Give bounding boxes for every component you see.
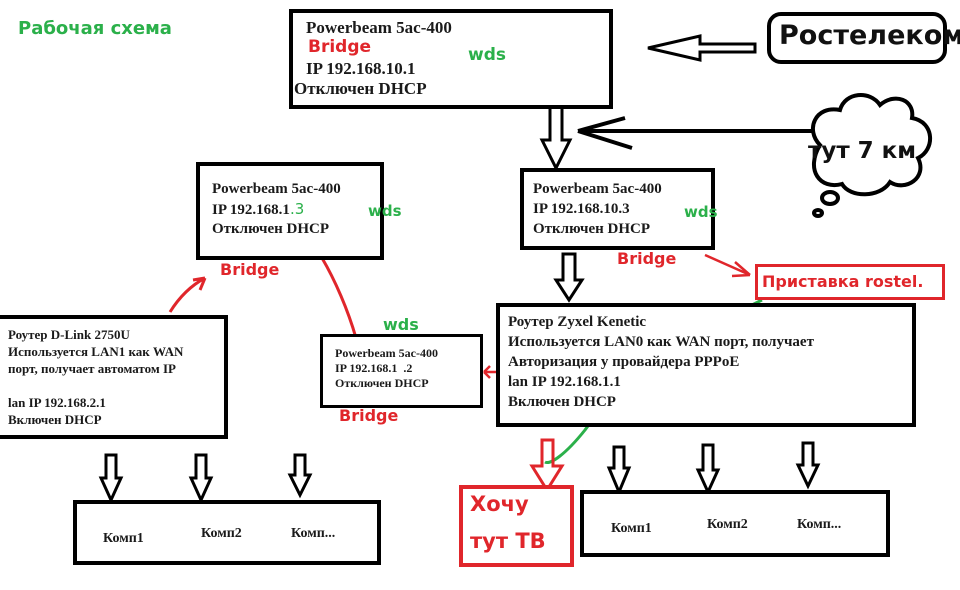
zyxel-line-1: Роутер Zyxel Kenetic [508,314,647,330]
pb-1-3-node: Powerbeam 5ac-400 IP 192.168.1.3 Отключе… [196,162,402,260]
right-pc-group: Комп1 Комп2 Комп... [580,490,890,557]
dlink-line-6: Включен DHCP [8,412,102,427]
down-arrow-zyxel [553,252,585,303]
pb-1-2-mode: Bridge [339,406,399,425]
pb-10-3-model: Powerbeam 5ac-400 [533,181,662,197]
pb-main-model: Powerbeam 5ac-400 [306,18,452,37]
pb-1-2-link: wds [383,315,419,334]
pb-1-3-ip: IP 192.168.1.3 [212,200,304,219]
pb-main-node: Powerbeam 5ac-400 Bridge IP 192.168.10.1… [289,9,613,109]
left-pc-2: Комп2 [201,526,242,541]
dlink-line-1: Роутер D-Link 2750U [8,327,130,342]
zyxel-line-2: Используется LAN0 как WAN порт, получает [508,334,814,350]
want-tv-node: Хочу тут ТВ [459,485,574,567]
zyxel-line-4: lan IP 192.168.1.1 [508,374,621,390]
want-tv-line-1: Хочу [470,492,529,516]
zyxel-router-node: Роутер Zyxel Kenetic Используется LAN0 к… [496,303,916,427]
provider-arrow [647,34,757,62]
stb-arrow [704,253,751,278]
pb-1-3-ip-suffix: .3 [289,200,305,218]
provider-label: Ростелеком [779,20,960,51]
zyxel-line-5: Включен DHCP [508,394,616,410]
pb-10-3-mode: Bridge [617,249,677,268]
right-pc-3: Комп... [797,517,842,532]
pb-1-3-mode: Bridge [220,260,280,279]
right-pc-1: Комп1 [611,521,652,536]
pb-1-2-dhcp: Отключен DHCP [335,376,429,390]
pb-1-3-dhcp: Отключен DHCP [212,221,329,237]
pb-10-3-dhcp: Отключен DHCP [533,221,650,237]
dlink-line-5: lan IP 192.168.2.1 [8,395,106,410]
zyxel-to-pb-arrow [483,365,497,379]
pb-10-3-link: wds [684,203,718,221]
left-pc-arrows [98,453,313,504]
pb-1-3-ip-base: IP 192.168.1 [212,202,290,218]
provider-node: Ростелеком [767,12,960,64]
cloud-label: тут 7 км [808,138,917,164]
right-pc-arrows [606,441,821,496]
stb-label: Приставка rostel. [762,272,924,291]
pb-10-3-ip: IP 192.168.10.3 [533,201,630,217]
left-pc-1: Комп1 [103,531,144,546]
pb-main-dhcp: Отключен DHCP [294,79,427,98]
dlink-uplink-arrow [168,276,207,313]
dlink-line-2: Используется LAN1 как WAN [8,344,184,359]
diagram-title: Рабочая схема [18,18,172,39]
cloud-shape [810,93,933,197]
pb-1-2-ip: IP 192.168.1 .2 [335,361,413,375]
right-pc-2: Комп2 [707,517,748,532]
stb-node: Приставка rostel. [755,264,945,300]
want-tv-arrow [529,438,565,493]
pb-1-2-model: Powerbeam 5ac-400 [335,346,438,360]
pb-main-link: wds [468,45,506,65]
left-pc-group: Комп1 Комп2 Комп... [73,500,381,565]
cloud-bubble-2 [812,208,824,218]
down-arrow-main [539,104,573,172]
want-tv-line-2: тут ТВ [470,529,546,553]
pb-main-ip: IP 192.168.10.1 [306,59,416,78]
dlink-line-3: порт, получает автоматом IP [8,361,176,376]
wds-link-line [320,257,358,339]
pb-main-mode: Bridge [308,37,372,57]
left-pc-3: Комп... [291,526,336,541]
pb-1-3-link: wds [368,202,402,220]
pb-10-3-node: Powerbeam 5ac-400 IP 192.168.10.3 Отключ… [520,168,718,250]
distance-arrow [577,116,820,150]
cloud-bubble-1 [820,190,840,206]
pb-1-2-node: Powerbeam 5ac-400 IP 192.168.1 .2 Отключ… [320,334,483,408]
dlink-router-node: Роутер D-Link 2750U Используется LAN1 ка… [0,315,228,439]
pb-1-3-model: Powerbeam 5ac-400 [212,181,341,197]
zyxel-line-3: Авторизация у провайдера PPPoE [508,354,740,370]
